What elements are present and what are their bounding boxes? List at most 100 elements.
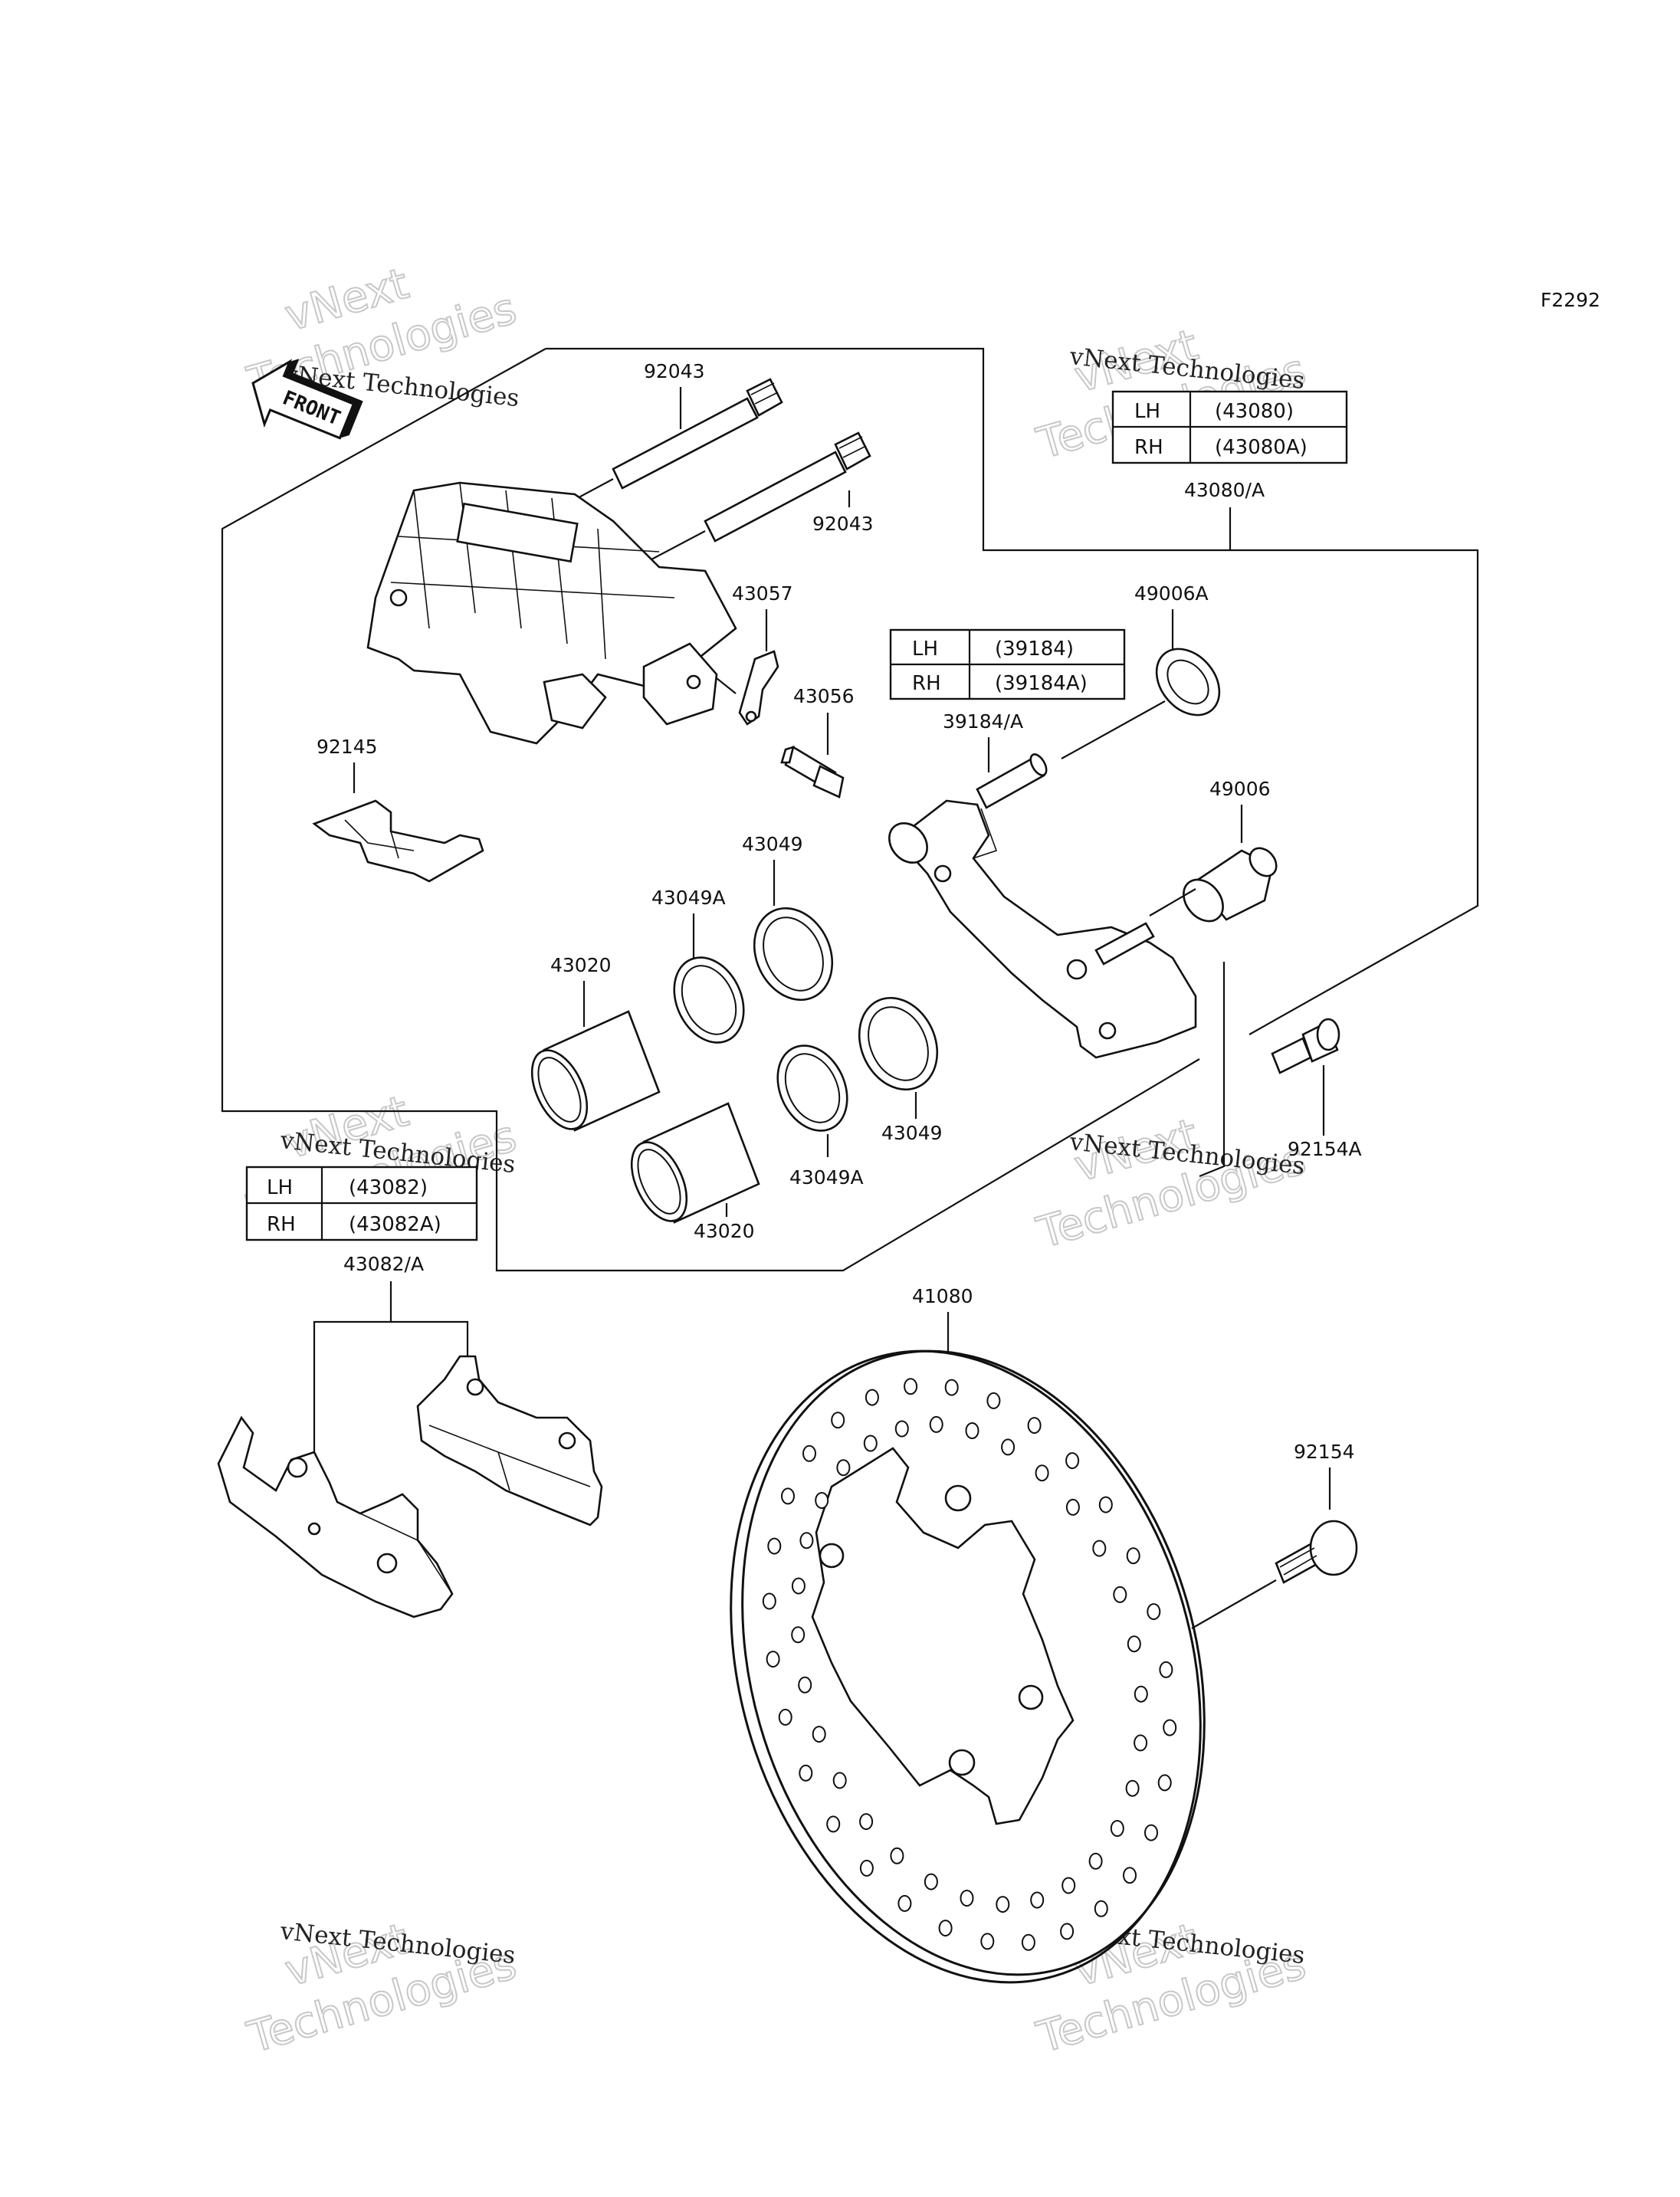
- disc-vent-hole: [826, 1815, 841, 1833]
- disc-vent-hole: [1001, 1438, 1016, 1456]
- disc-vent-hole: [767, 1537, 782, 1555]
- label-43080: 43080/A: [1184, 479, 1265, 501]
- bleeder-valve-43056: 43056: [780, 685, 855, 798]
- disc-vent-hole: [980, 1933, 995, 1950]
- disc-vent-hole: [1125, 1779, 1140, 1797]
- label-49006A: 49006A: [1134, 582, 1209, 605]
- spring-plate-92145: 92145: [312, 736, 484, 883]
- disc-vent-hole: [1021, 1933, 1035, 1951]
- disc-vent-hole: [859, 1859, 874, 1877]
- disc-vent-hole: [965, 1422, 979, 1439]
- brake-pad-left: [217, 1415, 454, 1618]
- disc-vent-hole: [791, 1626, 806, 1644]
- disc-vent-hole: [1061, 1877, 1076, 1894]
- table-43080: LH (43080) RH (43080A): [1111, 390, 1348, 464]
- bracket-boundary-right: [1199, 962, 1226, 1178]
- disc-vent-hole: [904, 1378, 918, 1395]
- disc-vent-hole: [1113, 1585, 1127, 1603]
- disc-vent-hole: [1147, 1603, 1161, 1621]
- boot-49006A: 49006A: [1061, 582, 1221, 759]
- label-92043: 92043: [644, 360, 705, 382]
- table-side-cell: RH: [1134, 436, 1163, 459]
- disc-vent-hole: [929, 1415, 943, 1433]
- boot-49006: 49006: [1149, 778, 1278, 923]
- disc-vent-hole: [1134, 1685, 1148, 1703]
- label-43020: 43020: [694, 1220, 755, 1242]
- seal-43049A-lower: 43049A: [776, 1044, 864, 1189]
- disc-vent-hole: [859, 1813, 874, 1831]
- disc-holes: [762, 1378, 1177, 1951]
- disc-vent-hole: [865, 1389, 879, 1406]
- label-92145: 92145: [317, 736, 378, 758]
- disc-vent-hole: [762, 1592, 776, 1610]
- disc-vent-hole: [815, 1492, 829, 1509]
- disc-vent-hole: [766, 1651, 780, 1668]
- disc-vent-hole: [1163, 1719, 1177, 1736]
- disc-vent-hole: [1098, 1496, 1113, 1513]
- disc-vent-hole: [1094, 1900, 1108, 1917]
- disc-vent-hole: [832, 1772, 847, 1789]
- label-43056: 43056: [793, 685, 855, 707]
- disc-vent-hole: [1126, 1547, 1140, 1565]
- label-43049A: 43049A: [651, 887, 726, 909]
- label-43020: 43020: [550, 954, 612, 976]
- disc-vent-hole: [778, 1708, 792, 1726]
- label-43057: 43057: [732, 582, 793, 605]
- seal-43049-lower: 43049: [858, 996, 943, 1144]
- disc-vent-hole: [799, 1764, 813, 1782]
- disc-vent-hole: [812, 1726, 826, 1743]
- caliper-body: [366, 481, 737, 745]
- disc-vent-hole: [1088, 1852, 1103, 1870]
- pin-92043-lower: 92043: [651, 431, 874, 560]
- bleeder-cap-43057: 43057: [732, 582, 793, 726]
- brake-disc-41080: 41080: [730, 1285, 1206, 1984]
- label-43049: 43049: [881, 1122, 943, 1144]
- disc-vent-hole: [798, 1676, 812, 1694]
- label-49006: 49006: [1209, 778, 1271, 800]
- table-part-cell: (43082A): [349, 1213, 441, 1236]
- disc-vent-hole: [1035, 1464, 1049, 1482]
- disc-vent-hole: [802, 1444, 816, 1462]
- table-part-cell: (39184): [995, 638, 1074, 661]
- label-43049A: 43049A: [789, 1166, 864, 1189]
- label-39184: 39184/A: [943, 710, 1023, 733]
- disc-vent-hole: [890, 1847, 904, 1864]
- table-part-cell: (39184A): [995, 672, 1088, 695]
- label-92154: 92154: [1294, 1441, 1355, 1463]
- disc-vent-hole: [1159, 1661, 1173, 1678]
- table-part-cell: (43082): [349, 1176, 428, 1199]
- disc-vent-hole: [1065, 1498, 1080, 1516]
- disc-vent-hole: [1110, 1820, 1124, 1837]
- label-41080: 41080: [912, 1285, 973, 1307]
- label-43049: 43049: [742, 833, 803, 855]
- disc-vent-hole: [1123, 1867, 1137, 1884]
- label-43082: 43082/A: [343, 1253, 424, 1275]
- disc-vent-hole: [1157, 1774, 1172, 1792]
- piston-43020-lower: 43020: [630, 1102, 760, 1242]
- disc-vent-hole: [894, 1420, 909, 1438]
- disc-vent-hole: [781, 1487, 795, 1505]
- disc-vent-hole: [799, 1532, 814, 1549]
- seal-43049-upper: 43049: [742, 833, 834, 1002]
- watermark-bottom-left: vNext Technologies: [241, 1913, 523, 2064]
- disc-vent-hole: [863, 1435, 878, 1452]
- label-92043: 92043: [812, 513, 874, 535]
- disc-vent-hole: [1092, 1540, 1107, 1557]
- bolt-92154A: 92154A: [1271, 1018, 1362, 1160]
- disc-vent-hole: [986, 1392, 1001, 1409]
- disc-vent-hole: [791, 1577, 806, 1595]
- bolt-92154: 92154: [1191, 1441, 1358, 1629]
- disc-vent-hole: [831, 1412, 845, 1429]
- table-part-cell: (43080A): [1215, 436, 1308, 459]
- disc-vent-hole: [1060, 1923, 1075, 1940]
- caliper-bracket-39184: 39184/A: [888, 710, 1197, 1059]
- brake-pad-right: [416, 1355, 603, 1526]
- table-side-cell: RH: [912, 672, 941, 695]
- disc-vent-hole: [960, 1890, 974, 1907]
- front-arrow-icon: FRONT: [251, 359, 363, 440]
- table-43082: LH (43082) RH (43082A): [245, 1166, 478, 1241]
- table-part-cell: (43080): [1215, 400, 1294, 423]
- table-39184: LH (39184) RH (39184A): [889, 628, 1126, 700]
- disc-vent-hole: [924, 1873, 938, 1890]
